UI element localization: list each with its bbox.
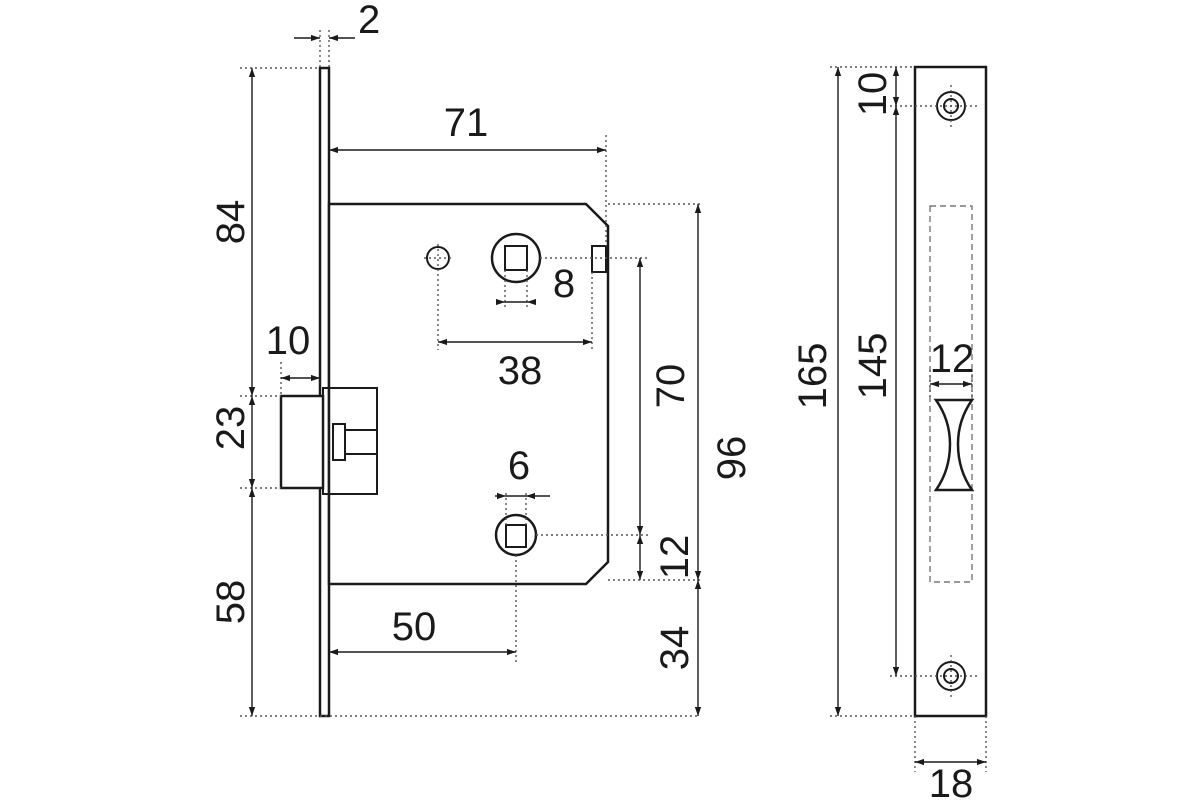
dim-96: 96 (694, 204, 754, 580)
dim-12-slot: 12 (930, 337, 975, 388)
dim-71: 71 (329, 101, 606, 154)
latch-bolt (279, 394, 325, 490)
bolt-spring (344, 429, 378, 455)
dim-label-10-bolt: 10 (266, 319, 311, 363)
dim-label-50: 50 (392, 605, 437, 649)
dim-label-8: 8 (553, 262, 575, 306)
dim-label-58: 58 (209, 580, 253, 625)
dim-label-10-screw: 10 (851, 72, 895, 117)
lower-spindle-hub (494, 490, 650, 662)
dim-label-71: 71 (444, 101, 489, 145)
dim-label-12-slot: 12 (930, 337, 975, 381)
dim-50: 50 (329, 605, 516, 656)
dim-label-23: 23 (209, 406, 253, 451)
faceplate-front (913, 65, 988, 718)
bottom-screw-icon (930, 655, 978, 697)
dim-10-screw: 10 (851, 67, 900, 117)
faceplate-front-view (830, 65, 988, 772)
lock-side-view (240, 30, 700, 718)
dim-12-bottom: 12 (636, 535, 697, 580)
dim-label-165: 165 (791, 343, 835, 410)
dim-label-34: 34 (653, 626, 697, 671)
dim-145: 145 (851, 106, 900, 676)
dim-label-96: 96 (710, 436, 754, 481)
case-tab (591, 245, 607, 273)
upper-spindle-hub (490, 232, 650, 310)
faceplate (318, 66, 331, 718)
dim-label-145: 145 (851, 333, 895, 400)
latch-opening (933, 398, 975, 492)
dim-84: 84 (209, 68, 256, 396)
dim-label-38: 38 (498, 349, 543, 393)
dim-165: 165 (791, 67, 842, 716)
dim-38: 38 (438, 338, 592, 393)
dim-23: 23 (209, 396, 256, 488)
dim-10-bolt: 10 (266, 319, 320, 382)
dim-label-84: 84 (209, 200, 253, 245)
top-screw-icon (930, 85, 978, 127)
pilot-hole (424, 244, 452, 350)
case-hidden-outline (929, 205, 973, 583)
dim-34: 34 (653, 580, 702, 716)
dim-58: 58 (209, 488, 256, 716)
dim-label-2: 2 (358, 0, 380, 42)
dim-faceplate-thickness: 2 (294, 0, 380, 42)
dim-label-70: 70 (649, 364, 693, 409)
dim-6: 6 (495, 444, 550, 500)
dim-label-18: 18 (929, 762, 974, 800)
dim-8: 8 (496, 262, 575, 306)
dim-18: 18 (915, 758, 986, 805)
dim-70: 70 (636, 258, 693, 535)
dim-label-12-bottom: 12 (653, 535, 697, 580)
lock-case (327, 202, 610, 586)
dim-label-6: 6 (508, 444, 530, 488)
